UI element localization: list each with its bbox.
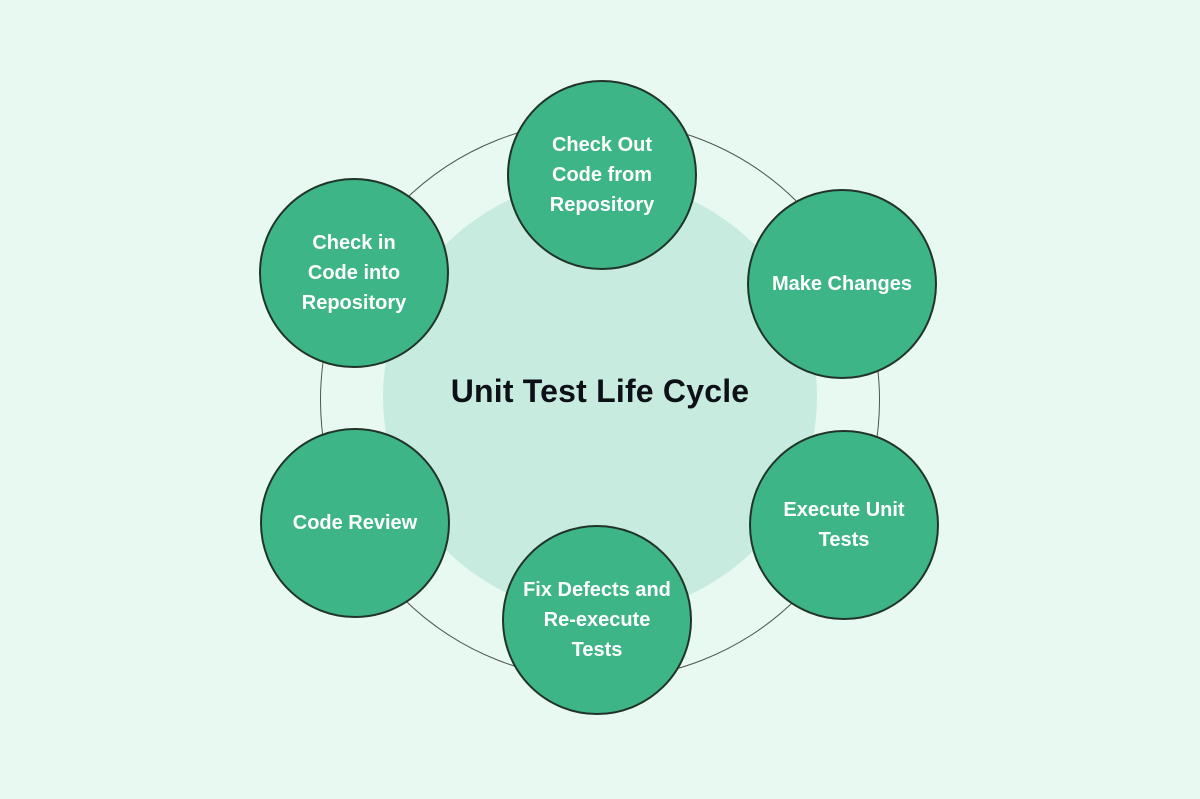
- node-label-make-changes: Make Changes: [771, 273, 913, 295]
- node-label-check-in-code: Check in Code into Repository: [301, 232, 407, 314]
- diagram-title: Unit Test Life Cycle: [450, 373, 750, 409]
- cycle-node-make-changes: Make Changes: [747, 189, 937, 379]
- cycle-node-check-out-code: Check Out Code from Repository: [507, 80, 697, 270]
- node-label-code-review: Code Review: [292, 512, 418, 534]
- node-label-fix-defects: Fix Defects and Re-execute Tests: [523, 579, 671, 661]
- node-label-check-out-code: Check Out Code from Repository: [549, 134, 655, 216]
- cycle-node-execute-unit-tests: Execute Unit Tests: [749, 430, 939, 620]
- cycle-node-check-in-code: Check in Code into Repository: [259, 178, 449, 368]
- cycle-node-fix-defects: Fix Defects and Re-execute Tests: [502, 525, 692, 715]
- cycle-node-code-review: Code Review: [260, 428, 450, 618]
- node-label-execute-unit-tests: Execute Unit Tests: [783, 499, 905, 551]
